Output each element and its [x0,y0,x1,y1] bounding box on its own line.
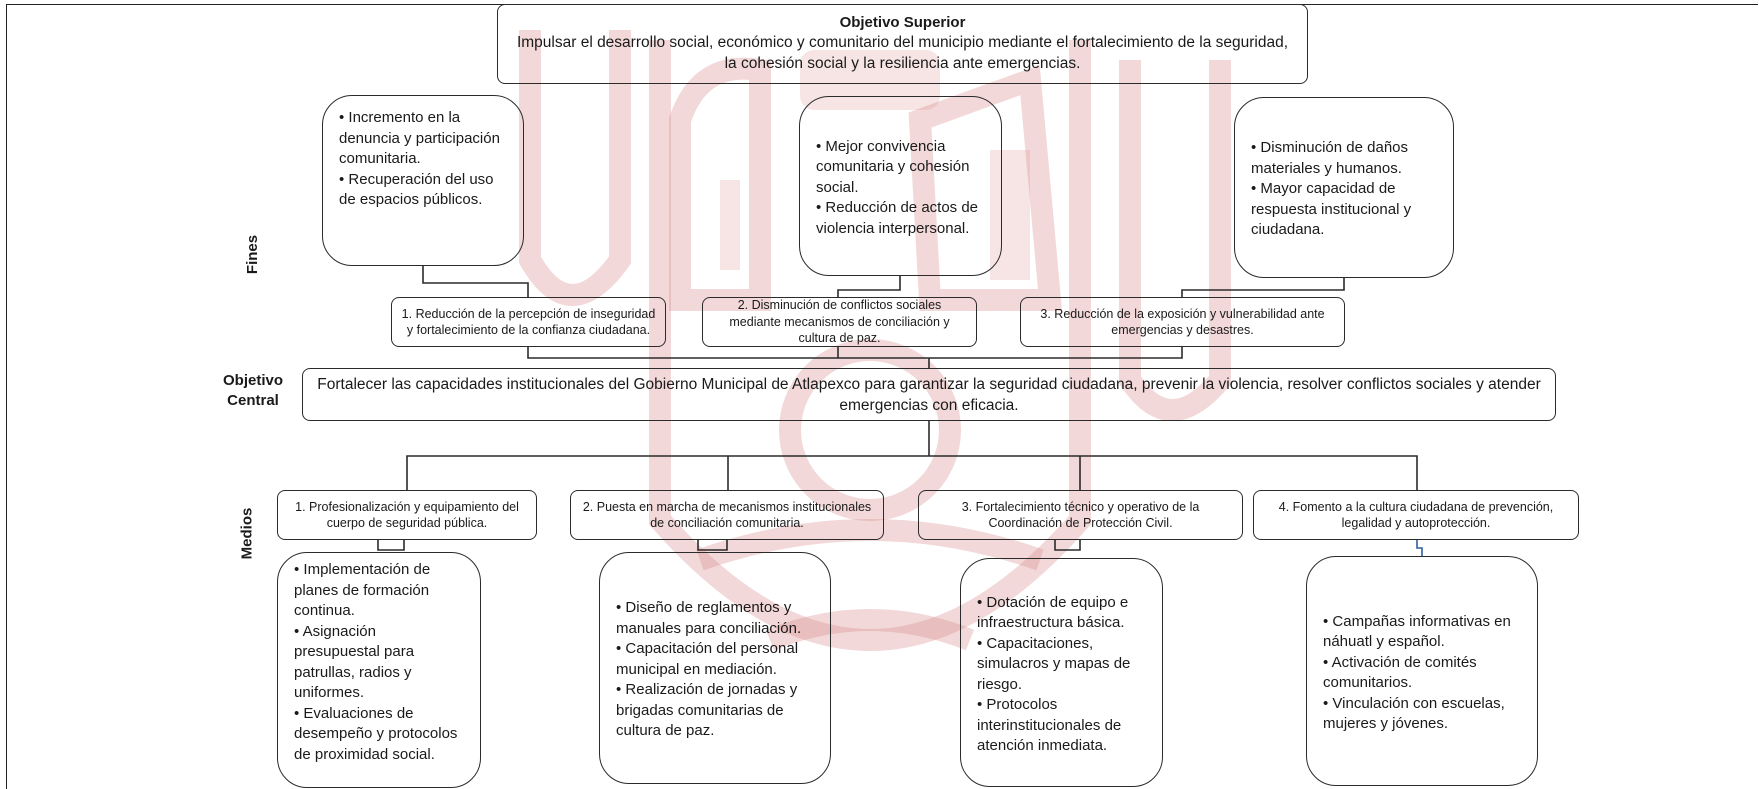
objetivo-superior-text: Impulsar el desarrollo social, económico… [516,34,1289,72]
fin-box-2: • Mejor convivencia comunitaria y cohesi… [799,96,1002,276]
accion-2-item-2: • Capacitación del personal municipal en… [616,640,799,678]
accion-2-item-3: • Realización de jornadas y brigadas com… [616,681,798,740]
medio-box-2: 2. Puesta en marcha de mecanismos instit… [570,490,884,540]
accion-3-item-1: • Dotación de equipo e infraestructura b… [977,593,1129,632]
fin-3-item-1: • Disminución de daños materiales y huma… [1251,139,1409,177]
fin-box-3: • Disminución de daños materiales y huma… [1234,97,1454,278]
medio-box-3: 3. Fortalecimiento técnico y operativo d… [918,490,1243,540]
accion-3-item-3: • Protocolos interinstitucionales de ate… [977,696,1122,754]
accion-box-2: • Diseño de reglamentos y manuales para … [599,552,831,784]
fin-2-item-2: • Reducción de actos de violencia interp… [816,199,979,237]
accion-box-4: • Campañas informativas en náhuatl y esp… [1306,556,1538,786]
accion-3-item-2: • Capacitaciones, simulacros y mapas de … [977,634,1131,693]
objetivo-superior-title: Objetivo Superior [839,14,966,31]
accion-4-item-2: • Activación de comités comunitarios. [1323,653,1477,692]
fin-intermedio-1: 1. Reducción de la percepción de insegur… [391,297,666,347]
objetivo-central-label: Objetivo Central [222,372,283,409]
fin-box-1: • Incremento en la denuncia y participac… [322,95,524,266]
accion-box-1: • Implementación de planes de formación … [277,552,481,788]
accion-4-item-1: • Campañas informativas en náhuatl y esp… [1323,612,1511,651]
fin-1-item-2: • Recuperación del uso de espacios públi… [339,170,494,209]
medio-box-1: 1. Profesionalización y equipamiento del… [277,490,537,540]
accion-box-3: • Dotación de equipo e infraestructura b… [960,558,1163,787]
fin-2-item-1: • Mejor convivencia comunitaria y cohesi… [816,137,970,196]
fin-intermedio-2: 2. Disminución de conflictos sociales me… [702,297,977,347]
accion-2-item-1: • Diseño de reglamentos y manuales para … [616,599,802,637]
objetivo-central-box: Fortalecer las capacidades institucional… [302,368,1556,421]
medio-box-4: 4. Fomento a la cultura ciudadana de pre… [1253,490,1579,540]
accion-1-item-2: • Asignación presupuestal para patrullas… [294,622,415,702]
fin-intermedio-3: 3. Reducción de la exposición y vulnerab… [1020,297,1345,347]
objetivo-superior-box: Objetivo Superior Impulsar el desarrollo… [497,4,1308,84]
fines-label: Fines [244,234,262,275]
accion-4-item-3: • Vinculación con escuelas, mujeres y jó… [1323,694,1505,733]
medios-label: Medios [238,507,256,560]
fin-1-item-1: • Incremento en la denuncia y participac… [339,109,500,167]
fin-3-item-2: • Mayor capacidad de respuesta instituci… [1251,180,1412,239]
accion-1-item-3: • Evaluaciones de desempeño y protocolos… [294,704,458,763]
accion-1-item-1: • Implementación de planes de formación … [294,561,431,619]
